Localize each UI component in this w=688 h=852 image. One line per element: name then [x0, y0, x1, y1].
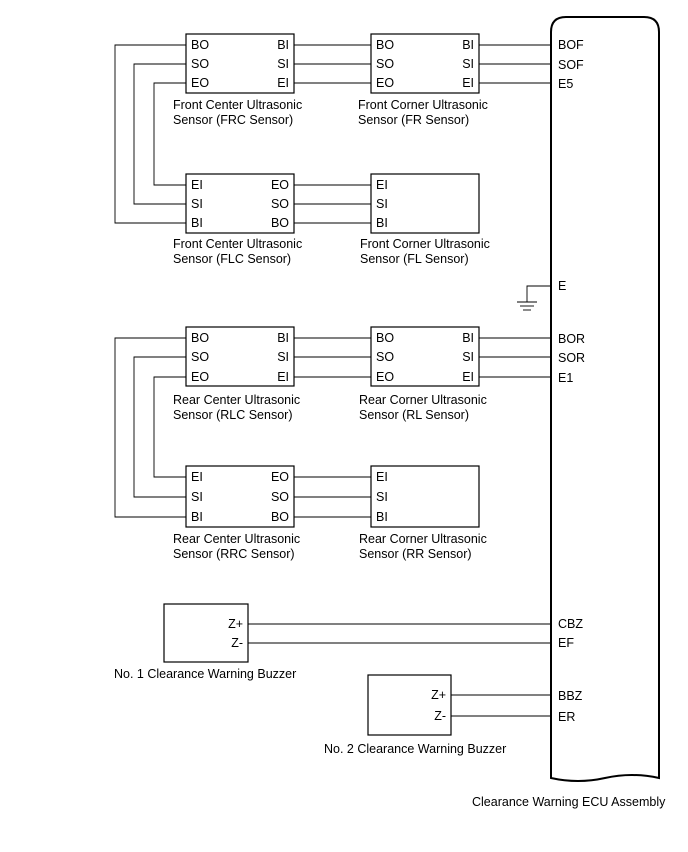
rlc-pin-right-3: EI — [277, 370, 289, 384]
ground-symbol — [517, 285, 551, 311]
fl-pin-left-1: EI — [376, 178, 388, 192]
rl-pin-right-3: EI — [462, 370, 474, 384]
flc-pin-right-3: BO — [271, 216, 289, 230]
frc-sensor: BO SO EO BI SI EI Front Center Ultrasoni… — [173, 33, 302, 127]
rr-sensor: EI SI BI Rear Corner Ultrasonic Sensor (… — [359, 465, 487, 561]
ecu-pin-e: E — [558, 279, 566, 293]
flc-pin-left-3: BI — [191, 216, 203, 230]
fr-pin-right-2: SI — [462, 57, 474, 71]
no1-buzzer-pin-zminus: Z- — [231, 636, 243, 650]
rlc-pin-left-1: BO — [191, 331, 209, 345]
no2-buzzer-pin-zplus: Z+ — [431, 688, 446, 702]
rl-pin-left-2: SO — [376, 350, 394, 364]
frc-caption-line2: Sensor (FRC Sensor) — [173, 113, 293, 127]
flc-caption-line1: Front Center Ultrasonic — [173, 237, 302, 251]
ecu-pin-er: ER — [558, 710, 575, 724]
frc-caption-line1: Front Center Ultrasonic — [173, 98, 302, 112]
rl-pin-left-3: EO — [376, 370, 394, 384]
ecu-pin-ef: EF — [558, 636, 574, 650]
rlc-sensor: BO SO EO BI SI EI Rear Center Ultrasonic… — [173, 326, 300, 422]
flc-pin-right-2: SO — [271, 197, 289, 211]
fl-sensor: EI SI BI Front Corner Ultrasonic Sensor … — [360, 173, 490, 266]
rr-pin-left-3: BI — [376, 510, 388, 524]
rrc-sensor: EI SI BI EO SO BO Rear Center Ultrasonic… — [173, 465, 300, 561]
no2-buzzer-caption: No. 2 Clearance Warning Buzzer — [324, 742, 506, 756]
ecu-pin-sof: SOF — [558, 58, 584, 72]
rrc-pin-right-1: EO — [271, 470, 289, 484]
rlc-pin-left-3: EO — [191, 370, 209, 384]
rlc-caption-line1: Rear Center Ultrasonic — [173, 393, 300, 407]
ecu-pin-bof: BOF — [558, 38, 584, 52]
rlc-caption-line2: Sensor (RLC Sensor) — [173, 408, 293, 422]
flc-pin-right-1: EO — [271, 178, 289, 192]
fr-caption-line2: Sensor (FR Sensor) — [358, 113, 469, 127]
frc-pin-right-2: SI — [277, 57, 289, 71]
ecu-pin-sor: SOR — [558, 351, 585, 365]
ecu-assembly-label: Clearance Warning ECU Assembly — [472, 795, 666, 809]
flc-sensor: EI SI BI EO SO BO Front Center Ultrasoni… — [173, 173, 302, 266]
ecu-pin-bbz: BBZ — [558, 689, 583, 703]
no1-buzzer-caption: No. 1 Clearance Warning Buzzer — [114, 667, 296, 681]
rl-caption-line1: Rear Corner Ultrasonic — [359, 393, 487, 407]
rl-sensor: BO SO EO BI SI EI Rear Corner Ultrasonic… — [359, 326, 487, 422]
fl-caption-line2: Sensor (FL Sensor) — [360, 252, 469, 266]
no2-buzzer: Z+ Z- No. 2 Clearance Warning Buzzer — [324, 674, 506, 756]
rl-pin-right-2: SI — [462, 350, 474, 364]
ecu-pin-e1: E1 — [558, 371, 573, 385]
rrc-pin-left-1: EI — [191, 470, 203, 484]
rrc-pin-left-2: SI — [191, 490, 203, 504]
rear-wiring — [114, 337, 551, 518]
front-wiring — [114, 44, 551, 224]
rl-pin-left-1: BO — [376, 331, 394, 345]
frc-pin-left-1: BO — [191, 38, 209, 52]
fr-pin-right-1: BI — [462, 38, 474, 52]
rrc-pin-right-3: BO — [271, 510, 289, 524]
fl-pin-left-2: SI — [376, 197, 388, 211]
fr-pin-right-3: EI — [462, 76, 474, 90]
fr-pin-left-3: EO — [376, 76, 394, 90]
flc-caption-line2: Sensor (FLC Sensor) — [173, 252, 291, 266]
flc-pin-left-2: SI — [191, 197, 203, 211]
fl-pin-left-3: BI — [376, 216, 388, 230]
rl-caption-line2: Sensor (RL Sensor) — [359, 408, 469, 422]
ecu-pin-e5: E5 — [558, 77, 573, 91]
ecu-assembly-body — [550, 16, 660, 782]
rr-pin-left-2: SI — [376, 490, 388, 504]
no2-buzzer-pin-zminus: Z- — [434, 709, 446, 723]
rrc-pin-left-3: BI — [191, 510, 203, 524]
rrc-caption-line2: Sensor (RRC Sensor) — [173, 547, 295, 561]
ecu-pin-bor: BOR — [558, 332, 585, 346]
rlc-pin-left-2: SO — [191, 350, 209, 364]
rlc-pin-right-2: SI — [277, 350, 289, 364]
fr-pin-left-2: SO — [376, 57, 394, 71]
rlc-pin-right-1: BI — [277, 331, 289, 345]
no1-buzzer: Z+ Z- No. 1 Clearance Warning Buzzer — [114, 603, 296, 681]
flc-pin-left-1: EI — [191, 178, 203, 192]
frc-pin-left-3: EO — [191, 76, 209, 90]
fr-sensor: BO SO EO BI SI EI Front Corner Ultrasoni… — [358, 33, 488, 127]
rr-pin-left-1: EI — [376, 470, 388, 484]
rr-caption-line2: Sensor (RR Sensor) — [359, 547, 472, 561]
frc-pin-right-3: EI — [277, 76, 289, 90]
rrc-pin-right-2: SO — [271, 490, 289, 504]
rl-pin-right-1: BI — [462, 331, 474, 345]
rr-caption-line1: Rear Corner Ultrasonic — [359, 532, 487, 546]
fr-caption-line1: Front Corner Ultrasonic — [358, 98, 488, 112]
fl-caption-line1: Front Corner Ultrasonic — [360, 237, 490, 251]
rrc-caption-line1: Rear Center Ultrasonic — [173, 532, 300, 546]
frc-pin-right-1: BI — [277, 38, 289, 52]
no1-buzzer-pin-zplus: Z+ — [228, 617, 243, 631]
ecu-pin-cbz: CBZ — [558, 617, 583, 631]
buzzer-wiring — [248, 623, 551, 717]
frc-pin-left-2: SO — [191, 57, 209, 71]
fr-pin-left-1: BO — [376, 38, 394, 52]
